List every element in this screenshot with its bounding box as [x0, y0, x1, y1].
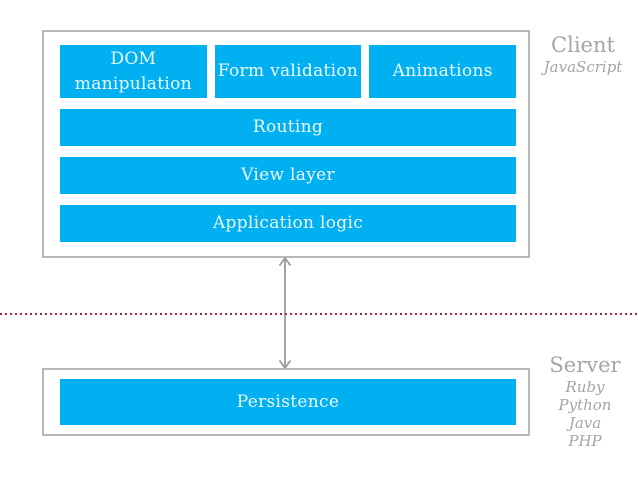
- box-persistence: Persistence: [60, 379, 516, 425]
- box-label: View layer: [241, 165, 335, 185]
- box-label: Form validation: [217, 61, 359, 81]
- box-routing: Routing: [60, 109, 516, 146]
- client-label-group: Client JavaScript: [532, 32, 634, 77]
- server-stack-panel: Persistence: [42, 368, 530, 436]
- server-language: Java: [568, 414, 602, 432]
- server-language: PHP: [568, 432, 602, 450]
- box-dom-manipulation: DOM manipulation: [60, 45, 207, 98]
- server-language: Python: [558, 396, 612, 414]
- client-stack-panel: DOM manipulation Form validation Animati…: [42, 30, 530, 258]
- server-title: Server: [549, 353, 621, 377]
- box-label: Animations: [392, 61, 493, 81]
- client-server-divider: [0, 313, 638, 315]
- server-language: Ruby: [565, 378, 605, 396]
- box-label: Persistence: [236, 391, 340, 412]
- box-animations: Animations: [369, 45, 517, 98]
- client-title: Client: [551, 33, 615, 57]
- box-form-validation: Form validation: [214, 45, 362, 98]
- server-label-group: Server Ruby Python Java PHP: [535, 352, 635, 450]
- server-language-list: Ruby Python Java PHP: [535, 378, 635, 450]
- box-label: DOM manipulation: [74, 48, 192, 94]
- box-application-logic: Application logic: [60, 205, 516, 242]
- box-view-layer: View layer: [60, 157, 516, 194]
- client-subtitle-javascript: JavaScript: [543, 58, 623, 76]
- box-label: Application logic: [212, 213, 364, 233]
- client-feature-row: DOM manipulation Form validation Animati…: [60, 45, 517, 98]
- box-label: Routing: [252, 117, 324, 137]
